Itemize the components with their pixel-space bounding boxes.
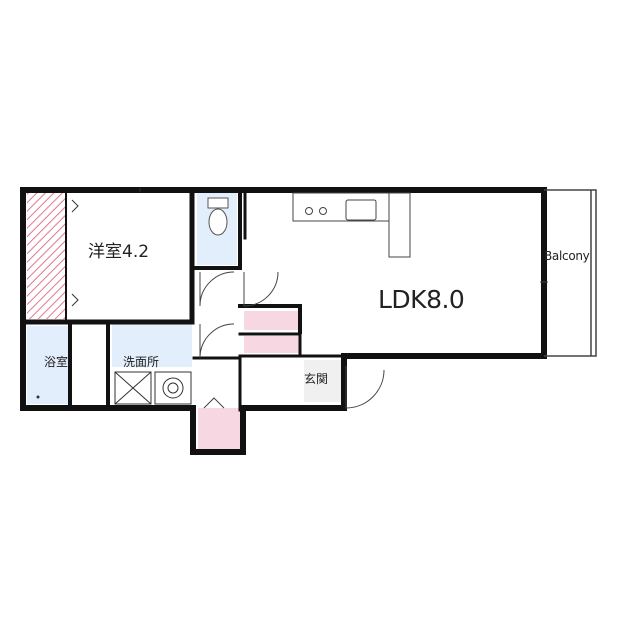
room-label-ldk: LDK8.0 — [378, 285, 465, 314]
closet-hatch — [27, 193, 65, 319]
washroom-floor — [112, 323, 192, 367]
washroom-fixtures — [114, 371, 192, 405]
entrance-floor — [304, 360, 344, 402]
balcony-outline — [540, 189, 597, 357]
room-label-balcony: Balcony — [544, 249, 590, 263]
storage-upper — [244, 311, 300, 330]
window-marks — [71, 188, 141, 307]
storage-lower — [244, 336, 300, 353]
kitchen-counter — [292, 192, 411, 258]
toilet-fixture — [207, 197, 229, 236]
bath-drain — [36, 395, 40, 399]
room-label-bath: 浴室 — [44, 355, 69, 369]
room-label-entrance: 玄関 — [304, 372, 329, 386]
shoe-closet — [198, 408, 240, 450]
room-label-western: 洋室4.2 — [88, 242, 150, 262]
bath-floor — [27, 326, 69, 404]
room-label-washroom: 洗面所 — [123, 355, 160, 369]
walls — [20, 187, 547, 455]
door-swings — [199, 271, 385, 409]
